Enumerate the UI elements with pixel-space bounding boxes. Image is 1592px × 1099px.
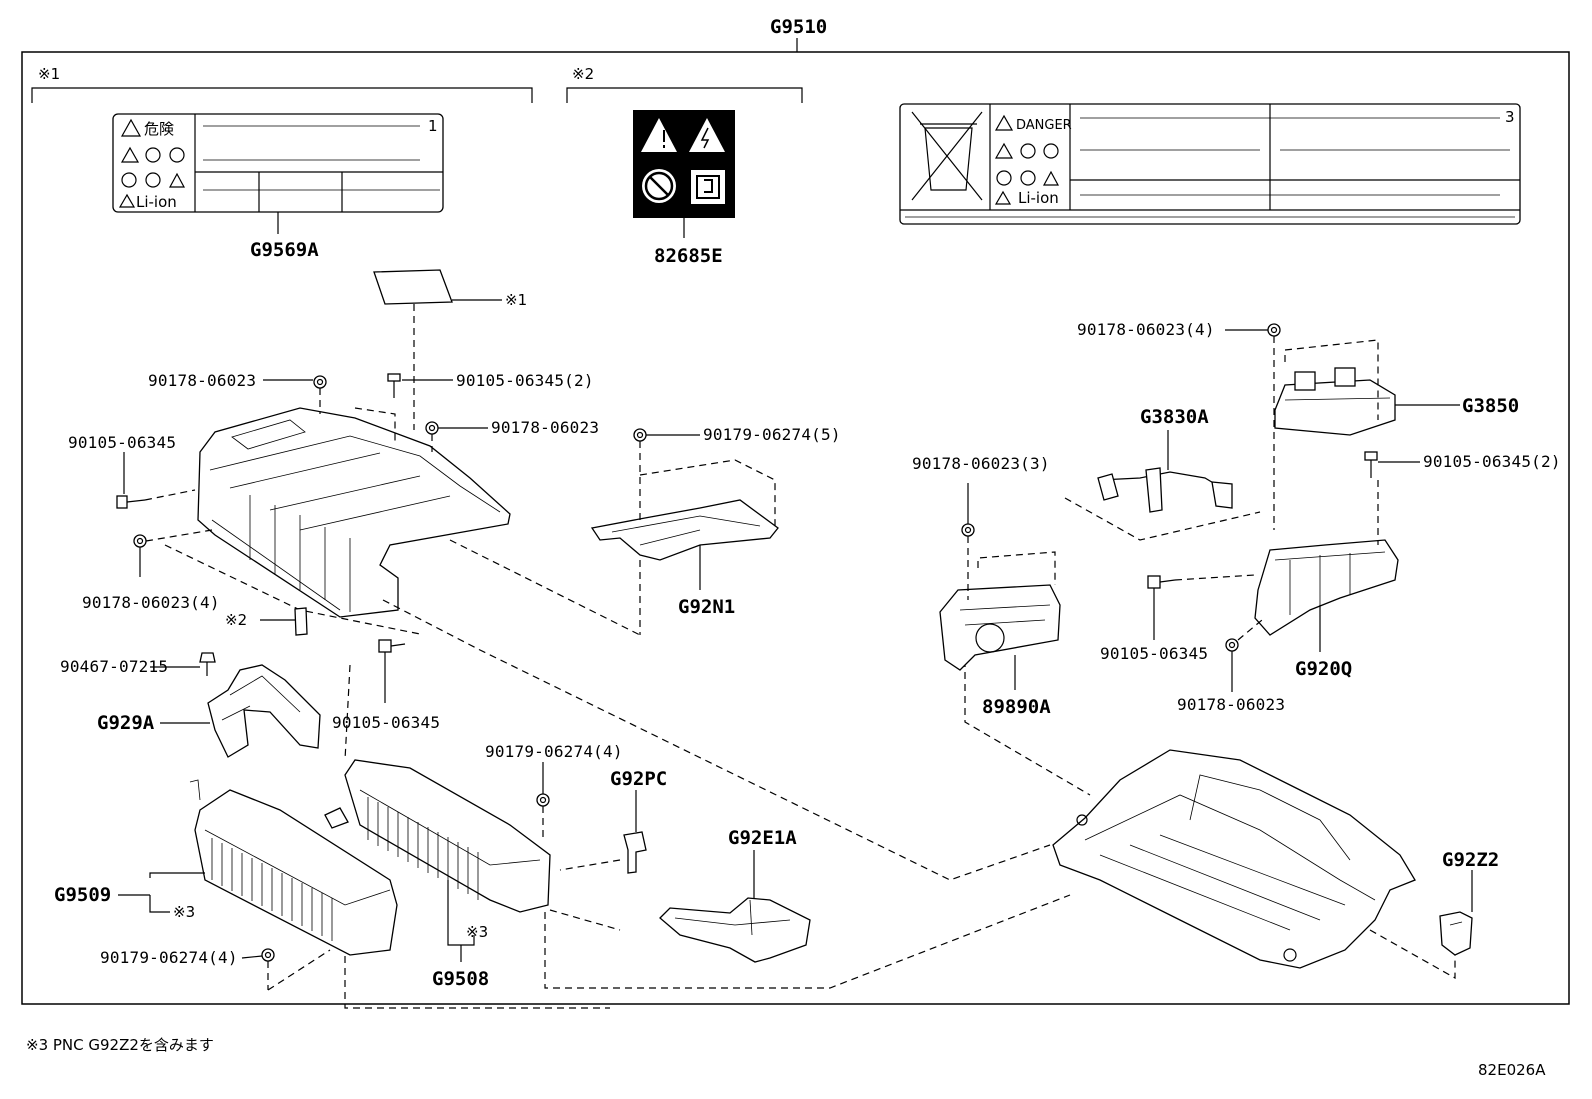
- ecu-89890a[interactable]: [939, 584, 1061, 671]
- battery-module-g9508[interactable]: [324, 759, 551, 913]
- callout-90178-06023-c[interactable]: 90178-06023: [1177, 695, 1285, 714]
- sticker-note1[interactable]: [373, 269, 453, 305]
- nut-90178-06023-4-b[interactable]: [1267, 323, 1281, 337]
- part-code-g9569a[interactable]: G9569A: [250, 239, 319, 261]
- bolt-90105-06345-b[interactable]: [378, 639, 406, 653]
- bracket-note-2: ※2: [572, 65, 594, 83]
- bracket-g92n1[interactable]: [590, 499, 779, 561]
- callout-g92e1a[interactable]: G92E1A: [728, 827, 797, 849]
- callout-89890a[interactable]: 89890A: [982, 696, 1051, 718]
- bolt-90105-06345-a[interactable]: [116, 495, 146, 509]
- callout-note1: ※1: [505, 291, 527, 309]
- callout-note3-a: ※3: [173, 903, 195, 921]
- assembly-frame: [21, 51, 1570, 1005]
- nut-90178-06023-a[interactable]: [313, 375, 327, 389]
- bracket-note-1: ※1: [38, 65, 60, 83]
- footer-note: ※3 PNC G92Z2を含みます: [26, 1036, 214, 1054]
- bolt-90105-06345-2-b[interactable]: [1364, 451, 1378, 478]
- label3-danger: DANGER: [1016, 118, 1072, 133]
- clip-90467-07215[interactable]: [199, 652, 216, 676]
- battery-module-g9509[interactable]: [189, 779, 398, 956]
- bracket-g92pc[interactable]: [623, 831, 647, 874]
- figure-id: 82E026A: [1478, 1061, 1546, 1079]
- callout-g3830a[interactable]: G3830A: [1140, 406, 1209, 428]
- callout-g3850[interactable]: G3850: [1462, 395, 1519, 417]
- callout-90179-06274-4-b[interactable]: 90179-06274(4): [100, 948, 238, 967]
- callout-90178-06023-4-b[interactable]: 90178-06023(4): [1077, 320, 1215, 339]
- bracket-g92z2[interactable]: [1439, 911, 1473, 956]
- callout-90467-07215[interactable]: 90467-07215: [60, 657, 168, 676]
- part-code-82685e[interactable]: 82685E: [654, 245, 723, 267]
- warning-label-g9569a[interactable]: 危険 Li-ion 1: [112, 113, 444, 213]
- label1-liion: Li-ion: [136, 193, 177, 211]
- nut-90178-06023-4-a[interactable]: [133, 534, 147, 548]
- callout-g9508[interactable]: G9508: [432, 968, 489, 990]
- callout-90178-06023-3[interactable]: 90178-06023(3): [912, 454, 1050, 473]
- lower-case-tray[interactable]: [1052, 749, 1416, 969]
- label1-number: 1: [428, 117, 438, 135]
- callout-90105-06345-a[interactable]: 90105-06345: [68, 433, 176, 452]
- callout-90105-06345-2-a[interactable]: 90105-06345(2): [456, 371, 594, 390]
- callout-note3-b: ※3: [466, 923, 488, 941]
- callout-90179-06274-4-a[interactable]: 90179-06274(4): [485, 742, 623, 761]
- upper-case-cover[interactable]: [197, 407, 511, 618]
- nut-90178-06023-3[interactable]: [961, 523, 975, 537]
- callout-g9509[interactable]: G9509: [54, 884, 111, 906]
- callout-90105-06345-2-b[interactable]: 90105-06345(2): [1423, 452, 1561, 471]
- wire-harness-g3830a[interactable]: [1097, 467, 1233, 513]
- sticker-note2[interactable]: [294, 607, 308, 636]
- label1-kanji: 危険: [144, 120, 174, 138]
- nut-90178-06023-c[interactable]: [1225, 638, 1239, 652]
- assembly-code[interactable]: G9510: [770, 16, 827, 38]
- callout-90178-06023-a[interactable]: 90178-06023: [148, 371, 256, 390]
- callout-g92n1[interactable]: G92N1: [678, 596, 735, 618]
- callout-g92z2[interactable]: G92Z2: [1442, 849, 1499, 871]
- duct-g929a[interactable]: [207, 664, 321, 758]
- callout-90179-06274-5[interactable]: 90179-06274(5): [703, 425, 841, 444]
- callout-90105-06345-c[interactable]: 90105-06345: [1100, 644, 1208, 663]
- callout-note2: ※2: [225, 611, 247, 629]
- warning-label-danger[interactable]: DANGER Li-ion 3: [899, 103, 1521, 225]
- label3-number: 3: [1505, 108, 1515, 126]
- nut-90179-06274-4-a[interactable]: [536, 793, 550, 807]
- warning-label-82685e[interactable]: [633, 110, 735, 218]
- callout-g929a[interactable]: G929A: [97, 712, 155, 734]
- nut-90179-06274-5[interactable]: [633, 428, 647, 442]
- callout-g920q[interactable]: G920Q: [1295, 658, 1352, 680]
- callout-90178-06023-4-a[interactable]: 90178-06023(4): [82, 593, 220, 612]
- callout-90178-06023-b[interactable]: 90178-06023: [491, 418, 599, 437]
- bracket-g920q[interactable]: [1254, 539, 1399, 636]
- nut-90179-06274-4-b[interactable]: [261, 948, 275, 962]
- duct-g92e1a[interactable]: [659, 897, 811, 963]
- callout-90105-06345-b[interactable]: 90105-06345: [332, 713, 440, 732]
- junction-block-g3850[interactable]: [1274, 367, 1396, 436]
- nut-90178-06023-b[interactable]: [425, 421, 439, 435]
- label3-liion: Li-ion: [1018, 189, 1059, 207]
- bolt-90105-06345-c[interactable]: [1147, 575, 1176, 589]
- bolt-90105-06345-2[interactable]: [387, 373, 401, 398]
- callout-g92pc[interactable]: G92PC: [610, 768, 667, 790]
